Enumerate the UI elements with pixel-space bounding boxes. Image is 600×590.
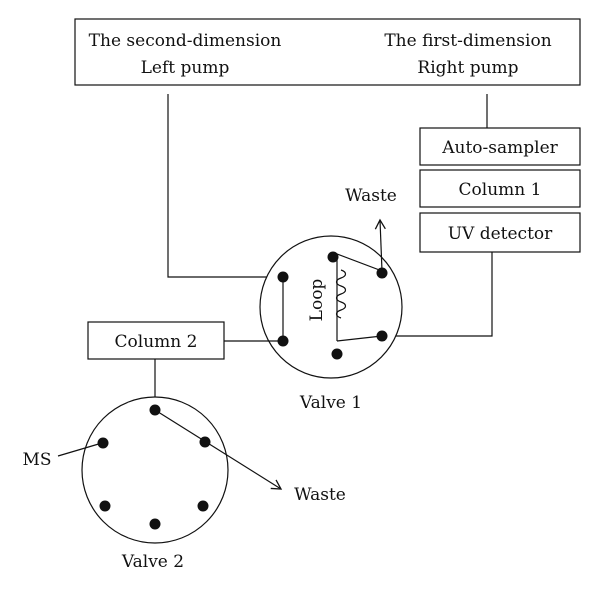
left-pump-to-valve1-line [167,94,283,278]
ms-label: MS [22,450,51,470]
column2-label: Column 2 [115,332,198,352]
valve1: Loop Waste Valve 1 [259,186,403,413]
column1-label: Column 1 [459,180,542,200]
valve1-waste-arrow [374,218,386,272]
auto-sampler-box: Auto-sampler [419,127,581,166]
auto-sampler-label: Auto-sampler [441,138,558,158]
valve2-port [199,436,211,448]
valve1-waste-label: Waste [345,186,397,206]
valve2-waste-arrow [154,409,283,490]
valve2-port [149,404,161,416]
valve1-port [376,330,388,342]
uv-to-valve1-line [382,252,493,337]
loop-coil-icon [335,269,347,319]
right-pump-label: Right pump [417,58,518,78]
first-dimension-label: The first-dimension [384,31,551,51]
valve1-body [259,235,403,379]
column2-box: Column 2 [87,321,225,360]
second-dimension-label: The second-dimension [89,31,282,51]
valve1-loop-bottom-line [336,335,383,342]
valve1-label: Valve 1 [299,393,362,413]
valve2-port [149,518,161,530]
valve2-port [99,500,111,512]
loop-label: Loop [307,279,327,322]
valve2-port [97,437,109,449]
uv-detector-box: UV detector [419,212,581,253]
column1-box: Column 1 [419,169,581,208]
valve1-port [277,271,289,283]
valve2-port [197,500,209,512]
valve2-label: Valve 2 [121,552,184,572]
valve1-port [327,251,339,263]
pump-box: The second-dimension Left pump The first… [74,18,581,86]
valve2-waste-label: Waste [294,485,346,505]
valve1-port [331,348,343,360]
ms-line [57,442,103,457]
uv-detector-label: UV detector [448,224,553,244]
valve1-port [376,267,388,279]
left-pump-label: Left pump [141,58,230,78]
valve2: MS Waste Valve 2 [22,396,346,572]
